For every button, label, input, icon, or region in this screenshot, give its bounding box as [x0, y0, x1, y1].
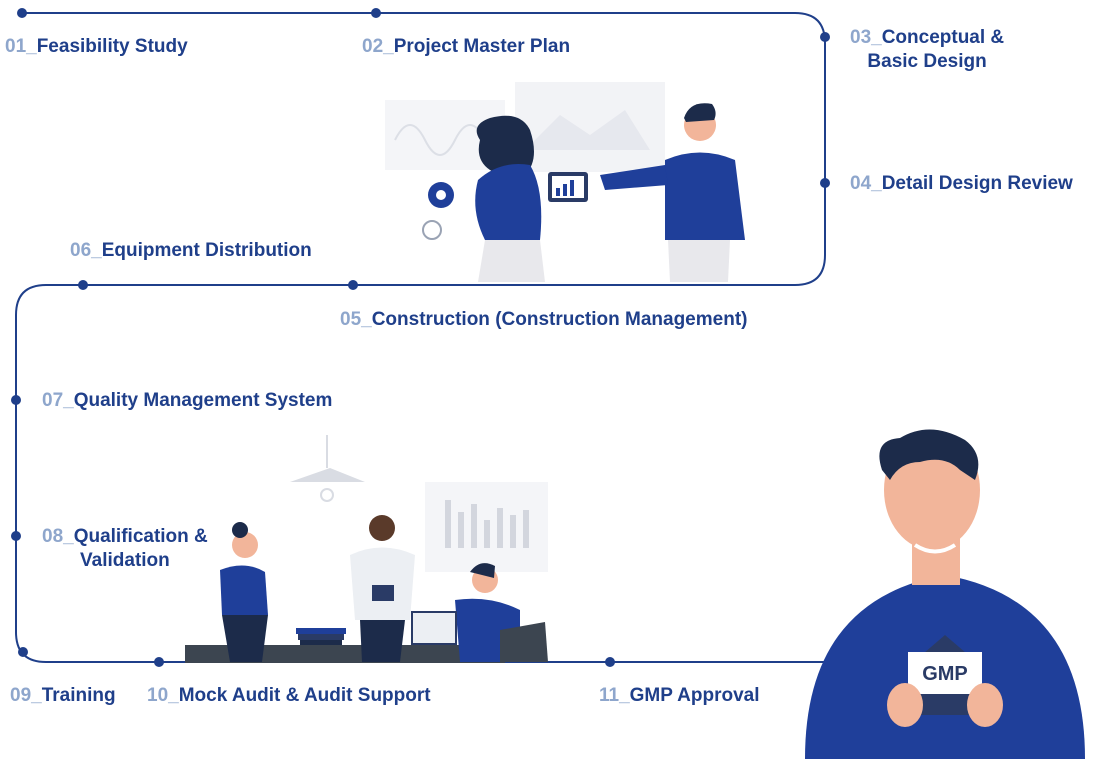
step-dot-07: [11, 395, 21, 405]
envelope-gmp-text: GMP: [922, 663, 968, 685]
step-03-label: 03_Conceptual & Basic Design: [850, 26, 1004, 74]
step-dot-06: [78, 280, 88, 290]
step-dot-09: [18, 647, 28, 657]
step-06-label: 06_Equipment Distribution: [70, 239, 312, 263]
step-number: 01_: [5, 36, 37, 57]
step-number: 11_: [599, 685, 630, 706]
step-11-label: 11_GMP Approval: [599, 684, 760, 708]
step-number: 08_: [42, 526, 74, 547]
step-05-label: 05_Construction (Construction Management…: [340, 308, 747, 332]
step-text-line2: Validation: [80, 550, 170, 571]
step-dot-10: [154, 657, 164, 667]
step-07-label: 07_Quality Management System: [42, 389, 332, 413]
step-number: 04_: [850, 173, 882, 194]
step-dot-08: [11, 531, 21, 541]
step-02-label: 02_Project Master Plan: [362, 35, 570, 59]
meeting-illustration: [385, 82, 745, 282]
step-text: Equipment Distribution: [101, 240, 312, 261]
step-dot-03: [820, 32, 830, 42]
step-number: 09_: [10, 685, 42, 706]
step-text: Construction (Construction Management): [371, 309, 748, 330]
step-01-label: 01_Feasibility Study: [5, 35, 188, 59]
step-number: 07_: [42, 390, 74, 411]
step-10-label: 10_Mock Audit & Audit Support: [147, 684, 431, 708]
step-text: GMP Approval: [629, 685, 760, 706]
step-dot-04: [820, 178, 830, 188]
step-text: Qualification &: [73, 526, 208, 547]
process-path-line: [15, 12, 830, 663]
step-09-label: 09_Training: [10, 684, 116, 708]
step-04-label: 04_Detail Design Review: [850, 172, 1073, 196]
step-text: Detail Design Review: [881, 173, 1073, 194]
step-dot-02: [371, 8, 381, 18]
step-number: 03_: [850, 27, 882, 48]
step-dot-05: [348, 280, 358, 290]
team-illustration: [185, 435, 548, 663]
step-text: Quality Management System: [73, 390, 333, 411]
step-number: 06_: [70, 240, 102, 261]
step-08-label: 08_Qualification & Validation: [42, 525, 208, 573]
step-dot-11: [605, 657, 615, 667]
step-number: 05_: [340, 309, 372, 330]
step-number: 10_: [147, 685, 179, 706]
step-text: Project Master Plan: [393, 36, 571, 57]
step-text: Mock Audit & Audit Support: [178, 685, 431, 706]
step-number: 02_: [362, 36, 394, 57]
step-dot-01: [17, 8, 27, 18]
step-text: Conceptual &: [881, 27, 1005, 48]
step-text-line2: Basic Design: [867, 51, 987, 72]
gmp-person-illustration: GMP: [805, 429, 1085, 759]
step-text: Feasibility Study: [36, 36, 188, 57]
step-text: Training: [41, 685, 116, 706]
